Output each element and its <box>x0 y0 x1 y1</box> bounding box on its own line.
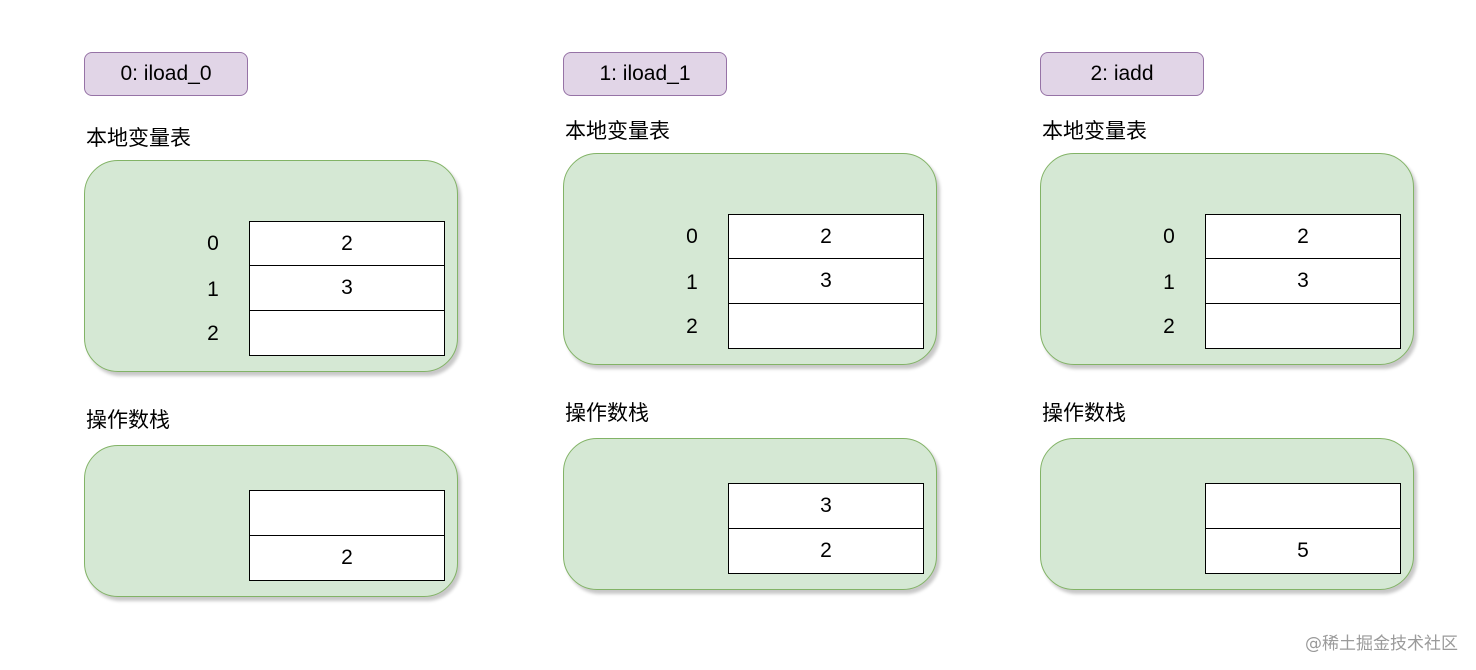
instruction-label: 2: iadd <box>1040 52 1204 96</box>
local-slot: 2 <box>1205 214 1401 260</box>
stack-slot: 3 <box>728 483 924 529</box>
local-index: 0 <box>207 232 219 255</box>
stack-slot <box>249 490 445 536</box>
local-index: 1 <box>207 278 219 301</box>
local-slot <box>728 303 924 349</box>
local-slot: 2 <box>728 214 924 260</box>
step-panel-0: 0: iload_0 本地变量表 0 2 1 3 2 操作数栈 2 <box>84 0 484 620</box>
stack-title: 操作数栈 <box>1042 401 1126 425</box>
step-panel-2: 2: iadd 本地变量表 0 2 1 3 2 操作数栈 5 <box>1040 0 1440 620</box>
locals-title: 本地变量表 <box>1042 119 1147 143</box>
operand-stack: 2 <box>84 445 458 597</box>
local-index: 2 <box>686 315 698 338</box>
local-slot <box>1205 303 1401 349</box>
local-slot <box>249 310 445 356</box>
operand-stack: 5 <box>1040 438 1414 590</box>
local-variable-table: 0 2 1 3 2 <box>84 160 458 372</box>
stack-title: 操作数栈 <box>86 408 170 432</box>
local-index: 2 <box>207 322 219 345</box>
locals-title: 本地变量表 <box>565 119 670 143</box>
local-index: 0 <box>1163 225 1175 248</box>
watermark: @稀土掘金技术社区 <box>1305 634 1458 654</box>
operand-stack: 3 2 <box>563 438 937 590</box>
local-slot: 3 <box>249 265 445 311</box>
instruction-label: 0: iload_0 <box>84 52 248 96</box>
local-variable-table: 0 2 1 3 2 <box>1040 153 1414 365</box>
local-slot: 3 <box>1205 258 1401 304</box>
local-variable-table: 0 2 1 3 2 <box>563 153 937 365</box>
stack-slot: 2 <box>249 535 445 581</box>
step-panel-1: 1: iload_1 本地变量表 0 2 1 3 2 操作数栈 3 2 <box>563 0 963 620</box>
stack-slot: 2 <box>728 528 924 574</box>
instruction-label: 1: iload_1 <box>563 52 727 96</box>
stack-slot: 5 <box>1205 528 1401 574</box>
local-index: 1 <box>686 271 698 294</box>
stack-slot <box>1205 483 1401 529</box>
local-index: 0 <box>686 225 698 248</box>
local-slot: 2 <box>249 221 445 267</box>
local-slot: 3 <box>728 258 924 304</box>
locals-title: 本地变量表 <box>86 126 191 150</box>
local-index: 1 <box>1163 271 1175 294</box>
local-index: 2 <box>1163 315 1175 338</box>
stack-title: 操作数栈 <box>565 401 649 425</box>
